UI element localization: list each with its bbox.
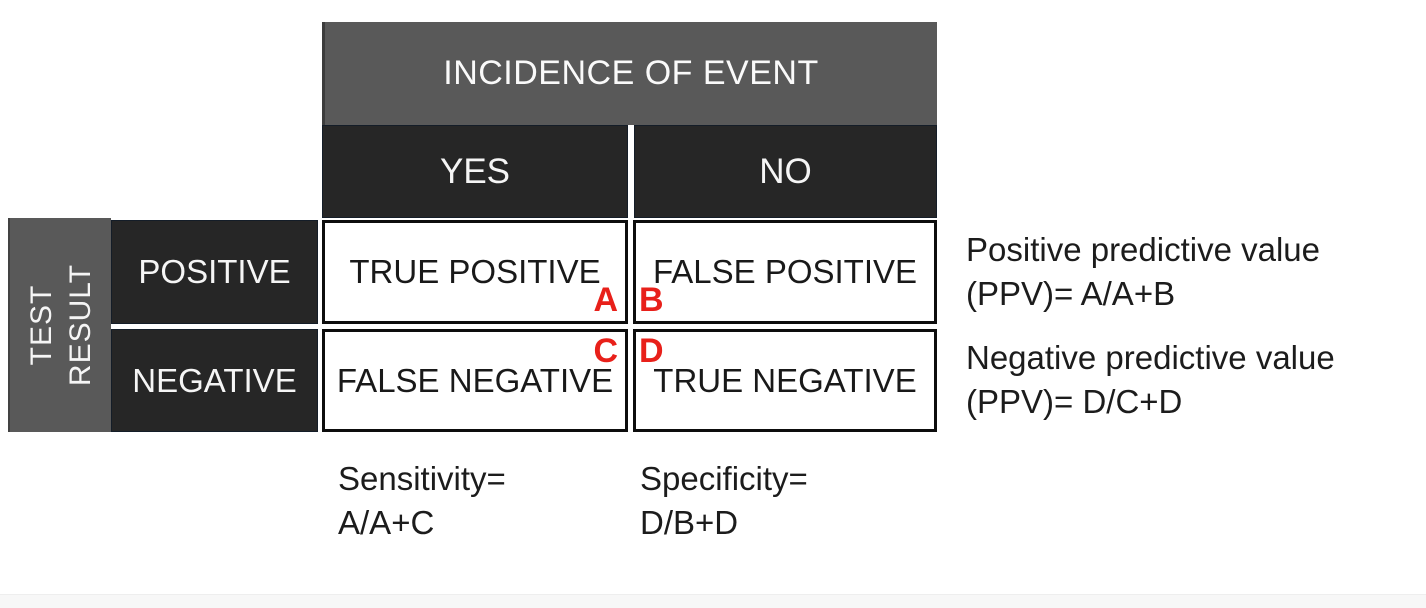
letter-b: B [639,281,664,319]
sensitivity-formula: Sensitivity= A/A+C [338,457,506,544]
row-group-header-test-result: TEST RESULT [8,218,111,432]
row-header-negative: NEGATIVE [111,329,318,432]
test-result-rotated-label: TEST RESULT [22,264,100,386]
ppv-formula-line2: (PPV)= A/A+B [966,274,1176,312]
sensitivity-formula-line2: A/A+C [338,503,435,541]
test-result-line1: TEST [24,284,58,366]
cell-false-positive: FALSE POSITIVE B [633,220,937,324]
false-negative-label: FALSE NEGATIVE [336,361,614,399]
bottom-strip [0,594,1426,608]
column-header-no: NO [634,125,937,218]
true-negative-label: TRUE NEGATIVE [653,361,917,399]
npv-formula-line1: Negative predictive value [966,339,1335,376]
column-group-header-incidence-of-event: INCIDENCE OF EVENT [322,22,937,125]
row-header-positive: POSITIVE [111,220,318,324]
specificity-formula: Specificity= D/B+D [640,457,808,544]
specificity-formula-line1: Specificity= [640,460,808,497]
sensitivity-formula-line1: Sensitivity= [338,460,506,497]
npv-formula-line2: (PPV)= D/C+D [966,382,1183,420]
npv-formula: Negative predictive value (PPV)= D/C+D [966,336,1335,423]
column-header-yes: YES [322,125,628,218]
cell-false-negative: FALSE NEGATIVE C [322,329,628,432]
ppv-formula-line1: Positive predictive value [966,231,1321,268]
letter-a: A [593,281,618,319]
cell-true-negative: TRUE NEGATIVE D [633,329,937,432]
ppv-formula: Positive predictive value (PPV)= A/A+B [966,228,1320,315]
false-positive-label: FALSE POSITIVE [652,253,918,290]
specificity-formula-line2: D/B+D [640,503,739,541]
test-result-line2: RESULT [63,263,97,387]
letter-c: C [593,332,618,370]
cell-true-positive: TRUE POSITIVE A [322,220,628,324]
letter-d: D [639,332,664,370]
true-positive-label: TRUE POSITIVE [349,253,601,290]
